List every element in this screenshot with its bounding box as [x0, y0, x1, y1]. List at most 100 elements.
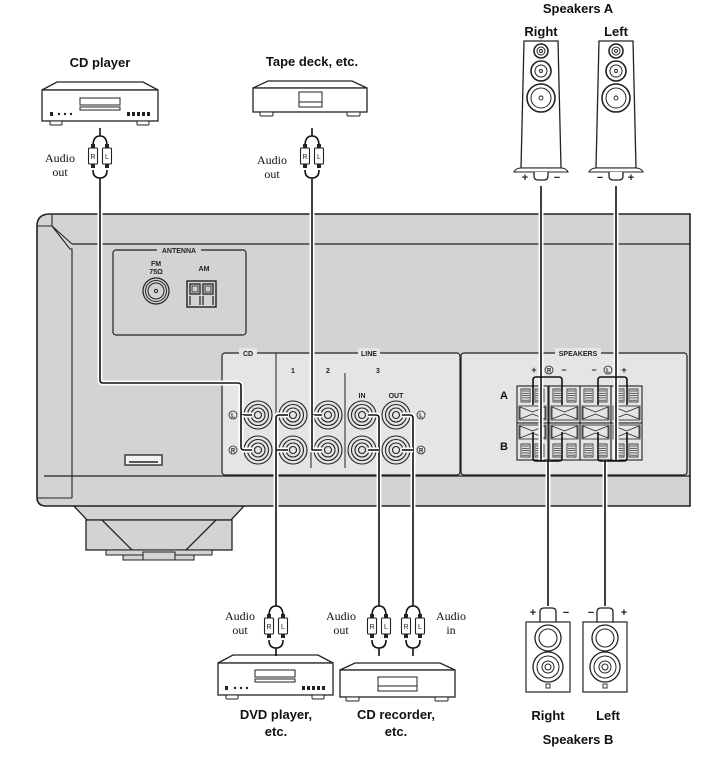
right-channel-marker: R [228, 445, 238, 455]
speaker-row-a-label: A [500, 390, 508, 402]
tape-deck: Tape deck, etc. Audio out [252, 54, 368, 181]
speaker-terminal-b-3[interactable] [579, 422, 612, 461]
speaker-terminal-a-3[interactable] [579, 385, 612, 424]
receiver-foot [71, 504, 247, 561]
fm-antenna-jack[interactable] [142, 277, 170, 305]
fm-label: FM [151, 261, 161, 268]
cd-input-label: CD [243, 351, 253, 358]
cd-recorder-audio-in-label: Audio [436, 609, 466, 623]
plug-letter: R [266, 624, 271, 631]
speaker-terminal-b-2[interactable] [548, 422, 581, 461]
dvd-player-body[interactable] [217, 654, 334, 700]
speaker-a-left[interactable] [588, 40, 644, 181]
right-channel-marker: R [416, 445, 426, 455]
am-antenna-terminal[interactable] [186, 280, 217, 308]
cable-recorder-in [402, 412, 416, 598]
left-channel-marker: L [416, 410, 426, 420]
plug-letter: L [281, 624, 285, 631]
svg-text:etc.: etc. [265, 724, 287, 739]
cd-recorder-body[interactable] [339, 662, 456, 702]
cable-cd-left [97, 186, 252, 418]
cable-tape-right [309, 415, 322, 453]
speakers-b-right-label: Right [531, 708, 565, 723]
svg-text:R: R [547, 369, 552, 375]
speaker-right-marker: R [544, 365, 554, 375]
speaker-left-marker: L [603, 365, 613, 375]
speakers-b-title: Speakers B [543, 732, 614, 747]
speaker-wire-bracket [597, 376, 628, 462]
speaker-b-left-plus-label: + [621, 607, 627, 619]
speakers-a-right-label: Right [524, 24, 558, 39]
speaker-a-left-plus-label: + [628, 172, 634, 184]
svg-text:out: out [52, 165, 68, 179]
cd-player-body[interactable] [41, 81, 159, 126]
svg-text:L: L [606, 369, 610, 375]
cd-player: CD player Audio out [41, 55, 159, 179]
speakers-panel-title: SPEAKERS [559, 351, 598, 358]
cd-recorder-label: CD recorder, [357, 707, 435, 722]
tape-deck-audio-out-label: Audio [257, 153, 287, 167]
speakers-a-title: Speakers A [543, 1, 614, 16]
antenna-title: ANTENNA [162, 248, 196, 255]
svg-text:out: out [232, 623, 248, 637]
svg-text:out: out [333, 623, 349, 637]
speaker-b-left[interactable] [582, 607, 628, 693]
left-channel-marker: L [228, 410, 238, 420]
svg-text:out: out [264, 167, 280, 181]
svg-text:L: L [231, 414, 235, 420]
speaker-left-minus: − [591, 365, 596, 375]
speaker-a-left-minus-label: − [597, 172, 603, 184]
rca-jacks [243, 400, 411, 465]
speaker-a-right-plus: + [531, 365, 536, 375]
tape-deck-body[interactable] [252, 80, 368, 117]
speaker-b-right-minus-label: − [563, 607, 569, 619]
speaker-right-minus: − [561, 365, 566, 375]
am-label: AM [199, 266, 210, 273]
svg-text:L: L [419, 414, 423, 420]
speakers-b: + − − + Right Left Speakers B [525, 607, 628, 747]
cd-recorder: Audio out Audio in CD recorder, etc. [326, 609, 466, 739]
speakers-a-left-label: Left [604, 24, 629, 39]
speaker-terminal-a-2[interactable] [548, 385, 581, 424]
cd-player-audio-out-label: Audio [45, 151, 75, 165]
plug-letter: L [317, 154, 321, 161]
speaker-wire-bracket [532, 376, 563, 462]
speaker-terminals [516, 385, 643, 461]
plug-letter: L [105, 154, 109, 161]
plug-letter: R [403, 624, 408, 631]
speakers-a: Speakers A Right Left + − − + [513, 1, 644, 184]
input-panel: CD LINE 1 2 3 IN OUT L R L R [221, 348, 461, 476]
speaker-b-right-plus-label: + [530, 607, 536, 619]
cable-dvd-right [273, 412, 288, 598]
rca-jack-line2-right[interactable] [313, 435, 343, 465]
dvd-audio-out-label: Audio [225, 609, 255, 623]
speaker-row-b-label: B [500, 441, 508, 453]
cable-recorder-out [368, 412, 382, 598]
rca-jack-line1-left[interactable] [278, 400, 308, 430]
svg-text:in: in [446, 623, 455, 637]
plug-letter: R [369, 624, 374, 631]
rca-jack-line3-out-right[interactable] [381, 435, 411, 465]
line-input-label: LINE [361, 351, 377, 358]
line3-in-label: IN [359, 393, 366, 400]
plug-letter: R [302, 154, 307, 161]
svg-text:R: R [231, 449, 236, 455]
svg-text:etc.: etc. [385, 724, 407, 739]
dvd-player: Audio out DVD player, etc. [217, 609, 334, 739]
fm-impedance-label: 75Ω [149, 269, 163, 276]
speaker-a-right[interactable] [513, 40, 569, 181]
speaker-b-right[interactable] [525, 607, 571, 693]
vent-slot [124, 454, 163, 466]
speaker-left-plus: + [621, 365, 626, 375]
rca-jack-cd-right[interactable] [243, 435, 273, 465]
tape-deck-label: Tape deck, etc. [266, 54, 358, 69]
line1-label: 1 [291, 368, 295, 375]
plug-letter: L [418, 624, 422, 631]
speaker-a-right-minus-label: − [554, 172, 560, 184]
